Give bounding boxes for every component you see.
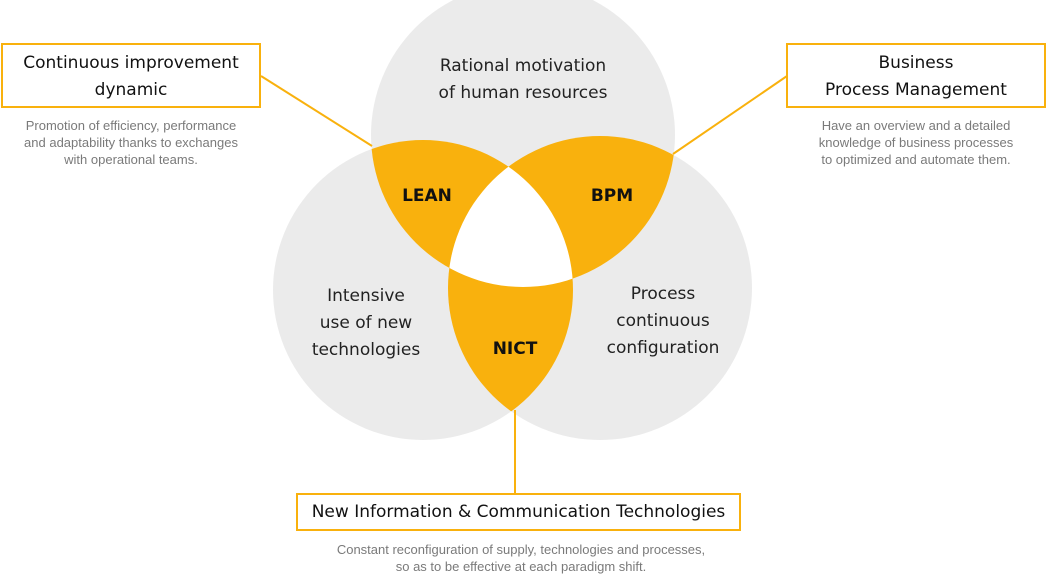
connector-left: [260, 75, 373, 147]
connector-right: [672, 75, 788, 155]
bpm-label: BPM: [590, 186, 634, 206]
callout-nict-description: Constant reconfiguration of supply, tech…: [336, 542, 706, 574]
callout-nict: New Information & Communication Technolo…: [296, 493, 741, 531]
callout-continuous-improvement-description: Promotion of efficiency, performance and…: [24, 118, 238, 167]
callout-business-process-management: Business Process Management: [786, 43, 1046, 108]
circle-top-label: Rational motivation of human resources: [438, 56, 608, 103]
nict-label: NICT: [492, 339, 538, 359]
circle-left-label: Intensive use of new technologies: [311, 286, 421, 360]
center-triple-intersection: [448, 140, 573, 287]
callout-business-process-management-description: Have an overview and a detailed knowledg…: [818, 118, 1014, 167]
callout-continuous-improvement: Continuous improvement dynamic: [1, 43, 261, 108]
circle-right-label: Process continuous configuration: [606, 284, 720, 358]
lean-label: LEAN: [402, 186, 452, 206]
